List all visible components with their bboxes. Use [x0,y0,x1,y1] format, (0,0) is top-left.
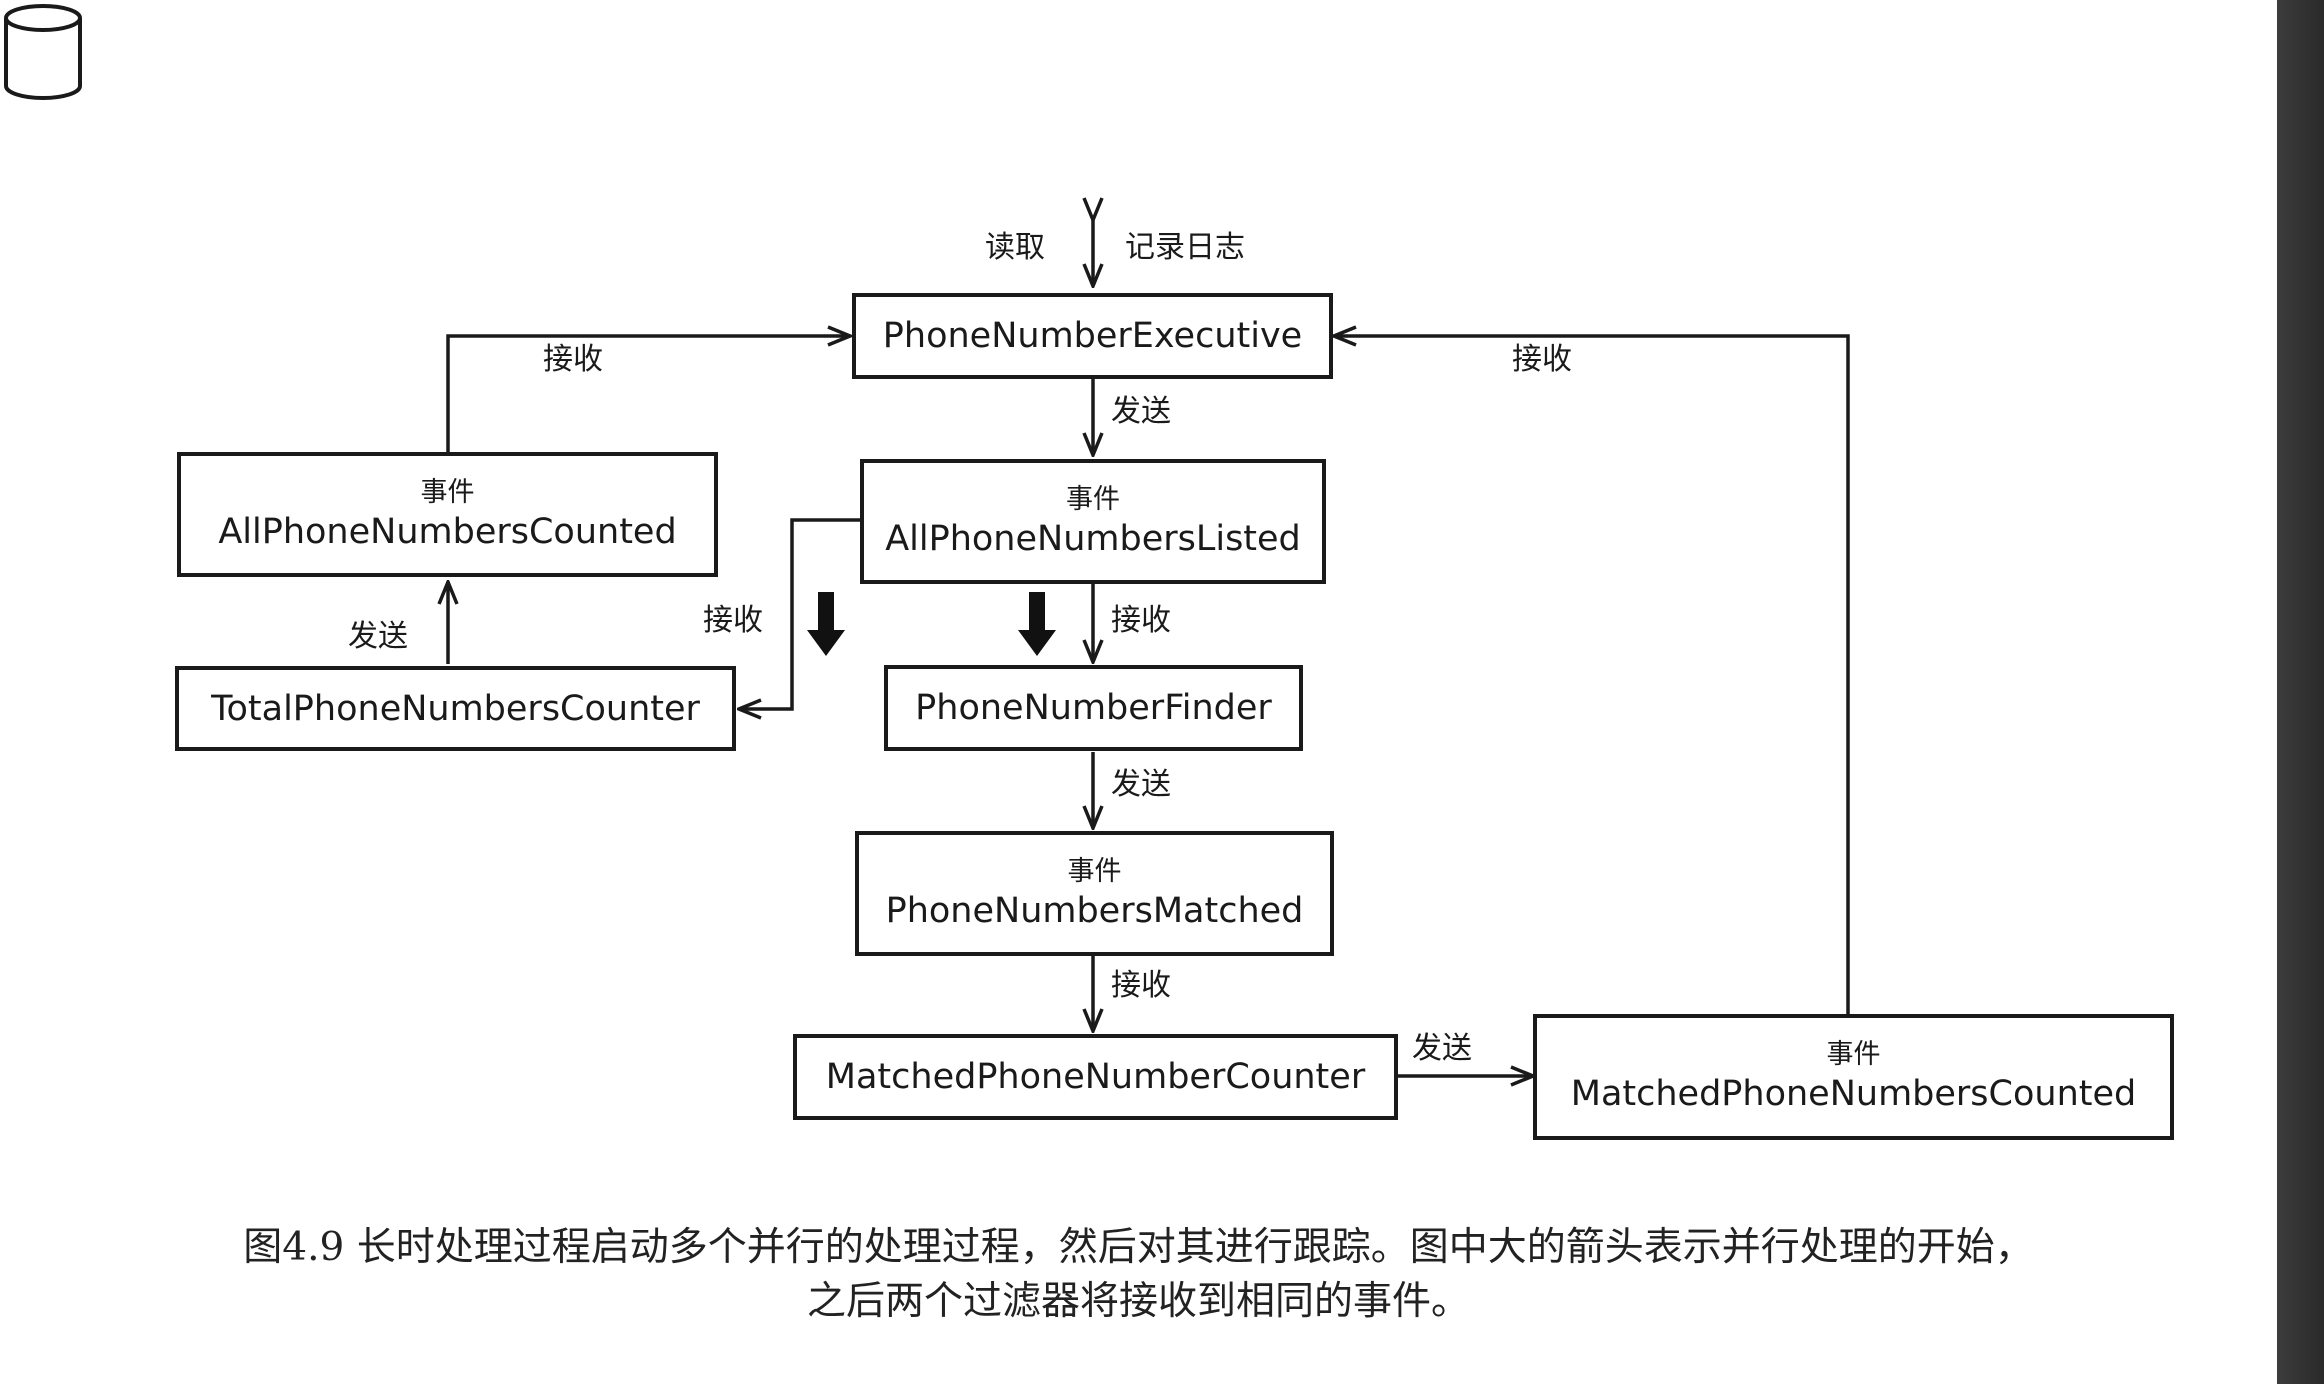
phone-number-executive-node: PhoneNumberExecutive [852,293,1333,379]
database-icon [4,4,82,100]
node-name: TotalPhoneNumbersCounter [211,688,700,729]
counted-to-executive-arrow [446,336,850,452]
node-name: PhoneNumberFinder [915,688,1272,728]
left-receive-label: 接收 [543,342,603,377]
matched-phone-number-counter-node: MatchedPhoneNumberCounter [793,1034,1398,1120]
all-phone-numbers-listed-event: 事件 AllPhoneNumbersListed [860,459,1326,584]
right-scrollbar[interactable] [2277,0,2324,1384]
all-phone-numbers-counted-event: 事件 AllPhoneNumbersCounted [177,452,718,577]
executive-send-label: 发送 [1111,394,1171,429]
total-receive-label: 接收 [703,603,763,638]
log-label: 记录日志 [1125,230,1245,265]
node-name: PhoneNumbersMatched [885,890,1304,931]
node-name: MatchedPhoneNumbersCounted [1570,1074,2137,1114]
right-receive-label: 接收 [1512,342,1572,377]
figure-caption-line-1: 图4.9 长时处理过程启动多个并行的处理过程，然后对其进行跟踪。图中大的箭头表示… [243,1225,2034,1270]
read-label: 读取 [985,230,1045,265]
figure-caption-line-2: 之后两个过滤器将接收到相同的事件。 [806,1279,1470,1324]
total-send-label: 发送 [348,619,408,654]
event-kind-label: 事件 [1066,483,1120,515]
total-phone-numbers-counter-node: TotalPhoneNumbersCounter [175,666,736,751]
node-name: PhoneNumberExecutive [882,316,1303,356]
finder-receive-label: 接收 [1111,603,1171,638]
event-kind-label: 事件 [420,476,475,508]
node-name: MatchedPhoneNumberCounter [825,1057,1366,1097]
event-kind-label: 事件 [1067,855,1122,887]
phone-numbers-matched-event: 事件 PhoneNumbersMatched [855,831,1334,956]
finder-send-label: 发送 [1111,767,1171,802]
phone-number-finder-node: PhoneNumberFinder [884,665,1303,751]
matched-receive-label: 接收 [1111,968,1171,1003]
listed-to-total-arrow [739,518,860,709]
node-name: AllPhoneNumbersListed [885,518,1301,559]
matched-phone-numbers-counted-event: 事件 MatchedPhoneNumbersCounted [1533,1014,2174,1140]
counter-send-label: 发送 [1412,1031,1472,1066]
matchedcounted-to-executive-arrow [1334,336,1850,1014]
event-kind-label: 事件 [1826,1039,1881,1070]
node-name: AllPhoneNumbersCounted [218,511,677,552]
connector-layer [0,0,1850,1384]
parallel-start-arrow-right [1018,592,1056,656]
parallel-start-arrow-left [807,592,845,656]
